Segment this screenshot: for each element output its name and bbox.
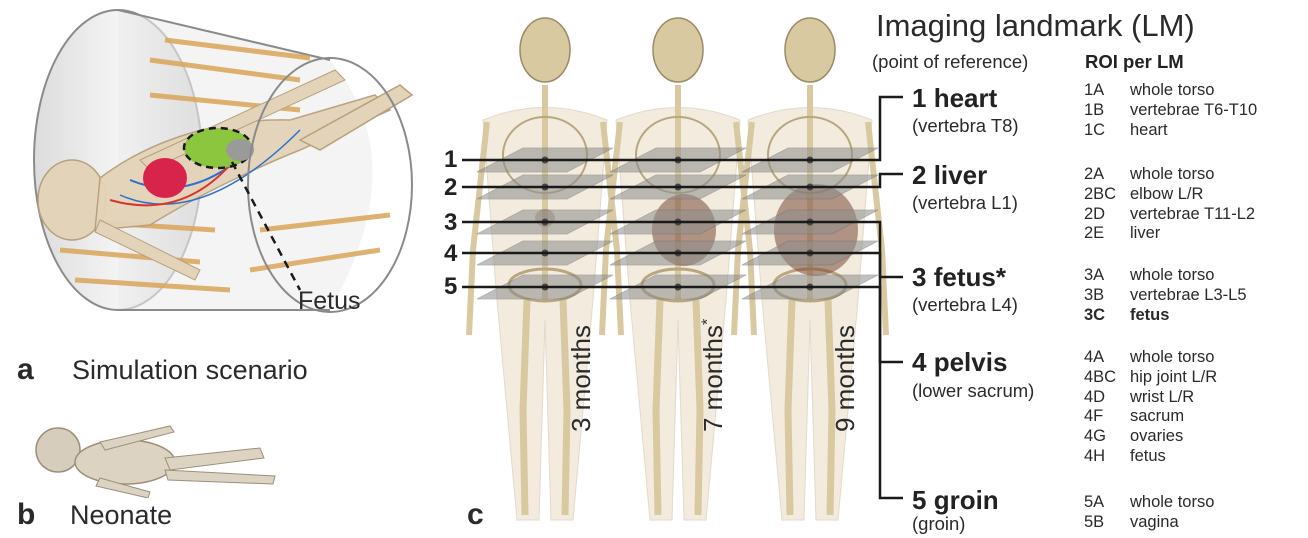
roi-header: ROI per LM [1085,51,1184,73]
plane-number-2: 2 [444,174,457,202]
landmark-1-name: 1 heart [912,83,997,114]
landmark-1-reference: (vertebra T8) [912,115,1019,137]
leg-left-9-months [788,300,792,515]
landmark-3-reference: (vertebra L4) [912,294,1018,316]
age-label-9-months: 9 months [830,325,861,432]
landmark-4-name: 4 pelvis [912,347,1007,378]
landmark-4-reference: (lower sacrum) [912,380,1034,402]
skull-9-months [785,18,835,82]
landmark-5-reference: (groin) [912,513,965,535]
legend-title: Imaging landmark (LM) [876,8,1195,44]
plane-number-5: 5 [444,273,457,301]
plane-number-1: 1 [444,146,457,174]
landmark-5-name: 5 groin [912,485,999,516]
leg-left-7-months [656,300,660,515]
arm-right-9-months [868,122,886,335]
plane-number-4: 4 [444,240,457,268]
landmark-2-name: 2 liver [912,160,987,191]
landmark-2-reference: (vertebra L1) [912,192,1018,214]
arm-left-3-months [469,122,487,335]
skull-7-months [653,18,703,82]
plane-number-3: 3 [444,209,457,237]
age-label-7-months: 7 months* [698,319,729,432]
legend-subtitle: (point of reference) [872,51,1028,73]
panel-letter-c: c [467,498,484,532]
age-label-3-months: 3 months [566,325,597,432]
landmark-3-name: 3 fetus* [912,262,1006,293]
skull-3-months [520,18,570,82]
leg-left-3-months [523,300,527,515]
